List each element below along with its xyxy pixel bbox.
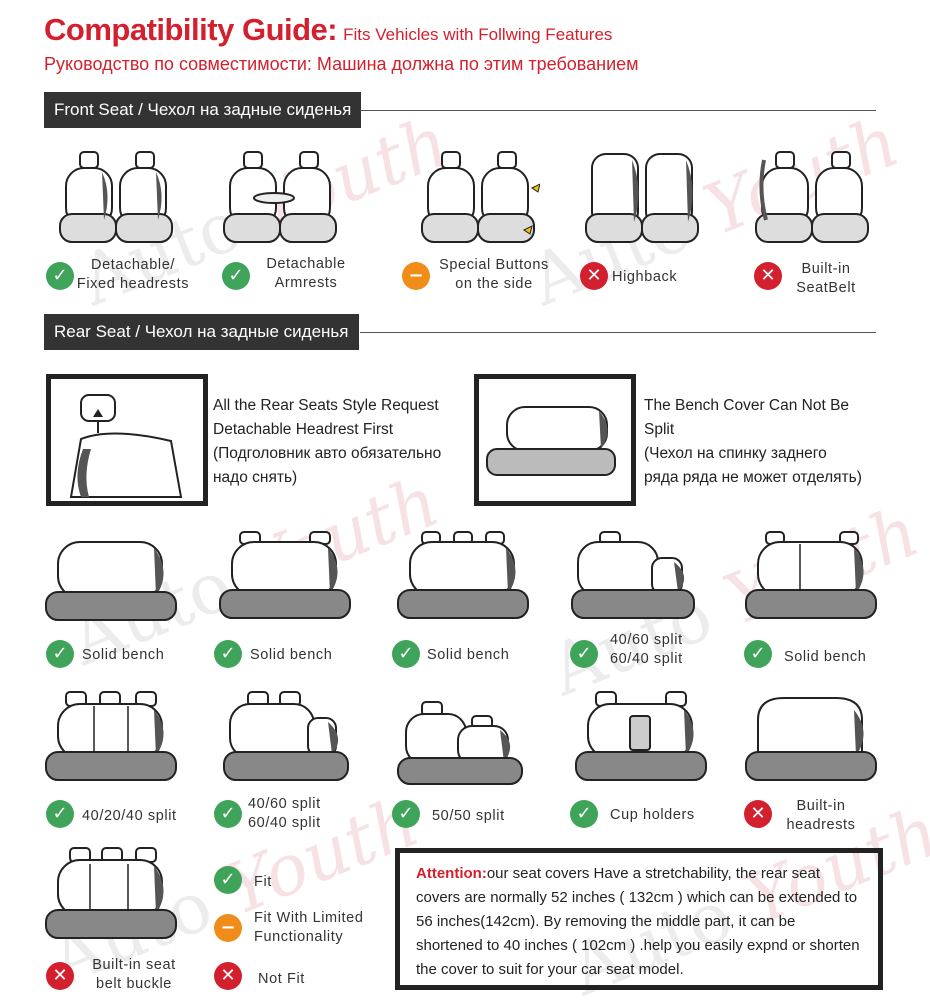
rear-item-label: Built-in headrests [786, 798, 856, 833]
check-icon: ✓ [222, 262, 250, 290]
front-seat-headrest-icon [59, 151, 173, 243]
rear-solid-bench-icon [745, 531, 877, 619]
minus-icon: − [402, 262, 430, 290]
front-item-label: Special Buttons on the side [439, 257, 549, 292]
legend-fit-label: Fit [254, 874, 272, 890]
rear-solid-bench-icon [397, 531, 529, 619]
rear-belt-buckle-icon [45, 847, 177, 939]
rear-solid-bench-icon [219, 531, 351, 619]
bench-note-image [474, 374, 636, 506]
section-divider [360, 110, 876, 111]
cross-icon: ✕ [46, 962, 74, 990]
rear-builtin-headrest-icon [745, 697, 877, 781]
front-item-label: Built-in SeatBelt [796, 261, 856, 296]
headrest-note-image [46, 374, 208, 506]
check-icon: ✓ [392, 800, 420, 828]
rear-item-label: Solid bench [82, 647, 165, 663]
cross-icon: ✕ [214, 962, 242, 990]
rear-item-label: 40/20/40 split [82, 808, 177, 824]
check-icon: ✓ [744, 640, 772, 668]
headrest-note-text: All the Rear Seats Style Request Detacha… [213, 397, 442, 486]
cross-icon: ✕ [580, 262, 608, 290]
rear-item-label: Built-in seat belt buckle [92, 957, 176, 992]
page-title: Compatibility Guide: [44, 12, 338, 47]
legend-limited-label: Fit With Limited Functionality [254, 910, 364, 945]
front-seat-buttons-icon [421, 151, 540, 243]
rear-item-label: Solid bench [784, 649, 867, 665]
attention-box: Attention:our seat covers Have a stretch… [395, 848, 883, 990]
front-seat-section: Front Seat / Чехол на задные сиденья [44, 92, 362, 128]
page-header: Compatibility Guide: Fits Vehicles with F… [44, 12, 904, 50]
front-item-label: Detachable/ Fixed headrests [76, 257, 190, 292]
rear-item-label: Cup holders [610, 807, 695, 823]
check-icon: ✓ [214, 800, 242, 828]
rear-item-label: 40/60 split 60/40 split [610, 632, 683, 667]
rear-402040-icon [45, 691, 177, 781]
attention-text: our seat covers Have a stretchability, t… [416, 865, 860, 978]
check-icon: ✓ [214, 640, 242, 668]
rear-seat-section: Rear Seat / Чехол на задные сиденья [44, 314, 359, 350]
section-divider [360, 332, 876, 333]
front-seat-belt-icon [755, 151, 869, 243]
front-seat-armrest-icon [223, 151, 337, 243]
rear-5050-icon [397, 701, 523, 785]
rear-item-label: 50/50 split [432, 808, 505, 824]
check-icon: ✓ [46, 640, 74, 668]
front-item-label: Detachable Armrests [266, 256, 346, 291]
attention-prefix: Attention: [416, 865, 487, 882]
rear-solid-bench-icon [45, 541, 177, 621]
legend-not-fit-label: Not Fit [258, 971, 305, 987]
minus-icon: − [214, 914, 242, 942]
page-title-ru: Руководство по совместимости: Машина дол… [44, 54, 639, 74]
front-seat-highback-icon [585, 153, 699, 243]
check-icon: ✓ [46, 262, 74, 290]
check-icon: ✓ [570, 640, 598, 668]
page-subtitle: Fits Vehicles with Follwing Features [343, 25, 613, 44]
rear-split-icon [223, 691, 349, 781]
bench-note-text: The Bench Cover Can Not Be Split (Чехол … [644, 397, 862, 486]
rear-item-label: Solid bench [250, 647, 333, 663]
check-icon: ✓ [392, 640, 420, 668]
cross-icon: ✕ [744, 800, 772, 828]
check-icon: ✓ [570, 800, 598, 828]
rear-cupholder-icon [575, 691, 707, 781]
check-icon: ✓ [46, 800, 74, 828]
cross-icon: ✕ [754, 262, 782, 290]
front-item-label: Highback [612, 269, 678, 285]
rear-split-bench-icon [571, 531, 695, 619]
rear-item-label: Solid bench [427, 647, 510, 663]
rear-item-label: 40/60 split 60/40 split [248, 796, 321, 831]
check-icon: ✓ [214, 866, 242, 894]
